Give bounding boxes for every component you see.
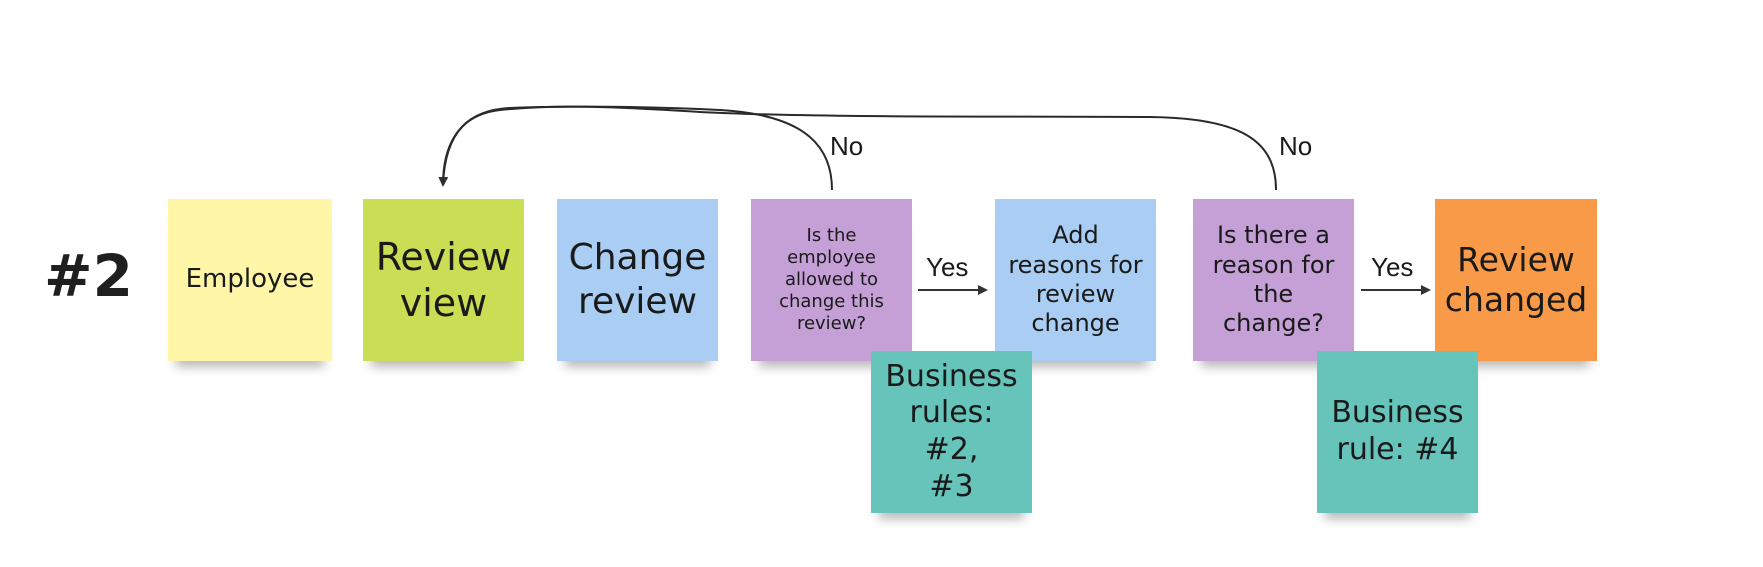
sticky-add-reasons-text: Add reasons for review change bbox=[1008, 221, 1143, 338]
sticky-business-rule-4-text: Business rule: #4 bbox=[1331, 395, 1464, 467]
sticky-change-review[interactable]: Change review bbox=[557, 199, 718, 361]
sticky-is-employee-allowed[interactable]: Is the employee allowed to change this r… bbox=[751, 199, 912, 361]
sticky-business-rules-2-3[interactable]: Business rules: #2, #3 bbox=[871, 351, 1032, 513]
sticky-change-review-text: Change review bbox=[568, 237, 707, 322]
sticky-employee[interactable]: Employee bbox=[168, 199, 332, 361]
no-label-2: No bbox=[1279, 131, 1312, 161]
yes-label-2: Yes bbox=[1371, 252, 1413, 282]
no-connector-from-reason[interactable] bbox=[442, 105, 1277, 191]
sticky-review-view-text: Review view bbox=[375, 234, 512, 325]
sticky-is-there-reason-text: Is there a reason for the change? bbox=[1212, 221, 1335, 338]
sticky-business-rules-2-3-text: Business rules: #2, #3 bbox=[885, 358, 1018, 504]
sticky-business-rule-4[interactable]: Business rule: #4 bbox=[1317, 351, 1478, 513]
board-id-label: #2 bbox=[44, 242, 133, 310]
sticky-is-employee-allowed-text: Is the employee allowed to change this r… bbox=[779, 225, 884, 334]
sticky-employee-text: Employee bbox=[185, 264, 315, 295]
sticky-is-there-reason[interactable]: Is there a reason for the change? bbox=[1193, 199, 1354, 361]
sticky-review-changed-text: Review changed bbox=[1444, 239, 1588, 319]
no-connector-from-allowed[interactable] bbox=[438, 105, 833, 191]
sticky-add-reasons[interactable]: Add reasons for review change bbox=[995, 199, 1156, 361]
sticky-review-view[interactable]: Review view bbox=[363, 199, 524, 361]
sticky-review-changed[interactable]: Review changed bbox=[1435, 199, 1597, 361]
no-label-1: No bbox=[830, 131, 863, 161]
yes-label-1: Yes bbox=[926, 252, 968, 282]
